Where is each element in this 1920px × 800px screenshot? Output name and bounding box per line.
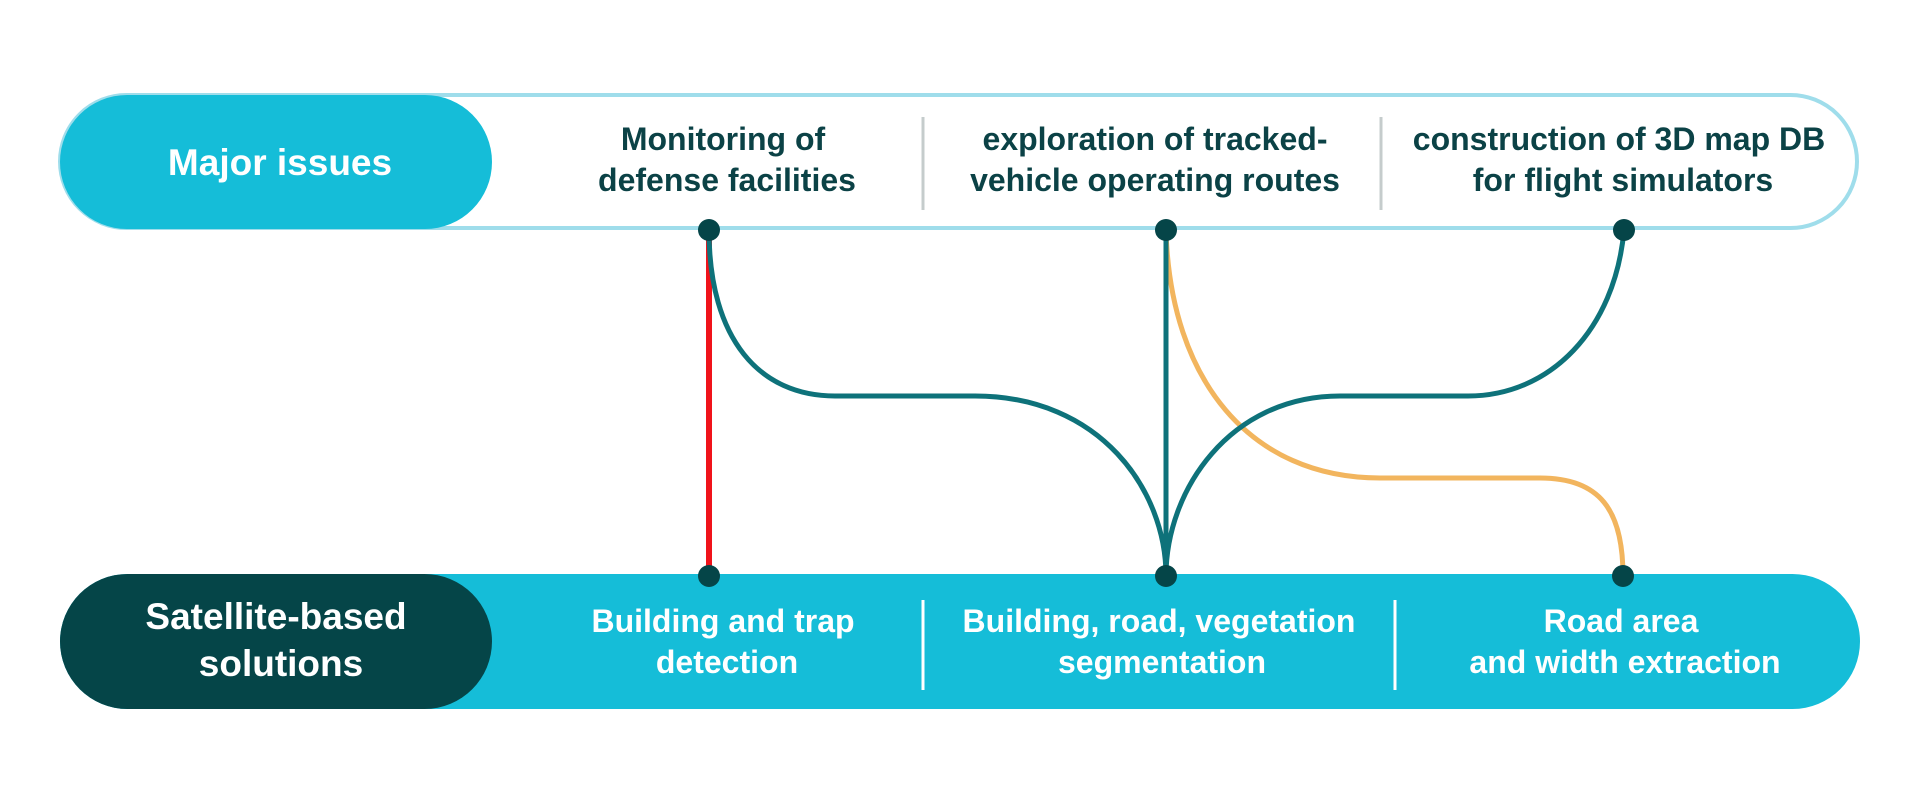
solutions-header-pill — [60, 574, 492, 709]
solution-1-anchor-dot — [698, 565, 720, 587]
issue-item-1-line1: Monitoring of — [621, 121, 826, 157]
issues-header-pill — [60, 95, 492, 229]
issue-item-3-line2: for flight simulators — [1473, 162, 1773, 198]
issue-3-anchor-dot — [1613, 219, 1635, 241]
issue-2-anchor-dot — [1155, 219, 1177, 241]
solution-item-3-line2: and width extraction — [1469, 644, 1780, 680]
issues-header-label: Major issues — [168, 142, 392, 183]
issue-item-2-line2: vehicle operating routes — [970, 162, 1340, 198]
issue-item-3: construction of 3D map DB for flight sim… — [1413, 121, 1825, 198]
solution-item-1-line1: Building and trap — [591, 603, 854, 639]
issue-1-anchor-dot — [698, 219, 720, 241]
issue-item-2-line1: exploration of tracked- — [983, 121, 1328, 157]
issue-item-2: exploration of tracked- vehicle operatin… — [970, 121, 1340, 198]
issue-item-3-line1: construction of 3D map DB — [1413, 121, 1825, 157]
issue-item-1: Monitoring of defense facilities — [598, 121, 856, 198]
solution-2-anchor-dot — [1155, 565, 1177, 587]
issue-item-1-line2: defense facilities — [598, 162, 856, 198]
solution-item-1: Building and trap detection — [591, 603, 854, 680]
solution-3-anchor-dot — [1612, 565, 1634, 587]
solution-item-1-line2: detection — [656, 644, 798, 680]
solutions-header-label-line1: Satellite-based — [145, 596, 406, 637]
solutions-header-label-line2: solutions — [199, 643, 363, 684]
solutions-bar — [60, 574, 1860, 709]
connector-teal-3dmap-to-segmentation — [1163, 229, 1627, 577]
solution-item-3-line1: Road area — [1544, 603, 1699, 639]
solution-item-2: Building, road, vegetation segmentation — [963, 603, 1356, 680]
issues-bar — [58, 93, 1859, 230]
solution-item-3: Road area and width extraction — [1469, 603, 1780, 680]
connector-teal-monitoring-to-segmentation — [706, 229, 1169, 577]
solution-item-2-line2: segmentation — [1058, 644, 1266, 680]
connector-orange-routes-to-road-extraction — [1163, 227, 1626, 579]
solution-item-2-line1: Building, road, vegetation — [963, 603, 1356, 639]
